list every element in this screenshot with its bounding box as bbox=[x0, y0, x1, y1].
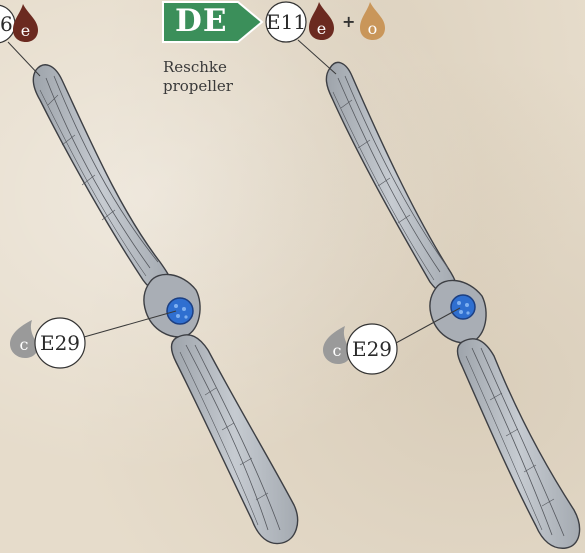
caption: Reschke propeller bbox=[163, 58, 273, 96]
code-e29-left: E29 bbox=[39, 331, 81, 355]
code-top-left-partial: 6 bbox=[0, 12, 13, 36]
paint-o-label: o bbox=[367, 19, 378, 38]
paint-c-left-label: c bbox=[19, 335, 29, 354]
paint-e-label: e bbox=[316, 19, 327, 38]
leader-line-top-right bbox=[297, 39, 337, 75]
code-circle-e29-left bbox=[34, 317, 86, 369]
paint-drop-o-top bbox=[360, 2, 385, 40]
de-badge bbox=[162, 1, 264, 43]
paint-drop-e-top bbox=[309, 2, 334, 40]
leader-line-hub-right bbox=[395, 307, 461, 344]
propeller-left bbox=[32, 64, 299, 545]
paint-c-right-label: c bbox=[332, 341, 342, 360]
paint-drop-e-top-left bbox=[13, 4, 38, 42]
paint-drop-c-left bbox=[10, 320, 38, 358]
plus-sign: + bbox=[342, 12, 356, 31]
code-circle-e29-right bbox=[346, 323, 398, 375]
propeller-right bbox=[325, 61, 581, 549]
propeller-left-hub bbox=[166, 297, 194, 325]
propeller-left-lower-blade bbox=[170, 334, 299, 545]
code-e29-right: E29 bbox=[351, 337, 393, 361]
caption-line-1: Reschke bbox=[163, 58, 227, 76]
code-e11: E11 bbox=[266, 10, 307, 34]
leader-line-hub-left bbox=[83, 310, 177, 338]
propeller-right-upper-blade bbox=[325, 61, 458, 297]
propeller-right-hub bbox=[450, 294, 476, 320]
code-circle-e11 bbox=[265, 1, 307, 43]
de-badge-label: DE bbox=[175, 3, 228, 39]
paint-drop-c-right bbox=[323, 326, 351, 364]
propeller-right-lower-blade bbox=[456, 338, 581, 549]
caption-line-2: propeller bbox=[163, 77, 233, 95]
paint-top-left-label: e bbox=[20, 21, 31, 40]
leader-line-top-left bbox=[7, 41, 41, 77]
